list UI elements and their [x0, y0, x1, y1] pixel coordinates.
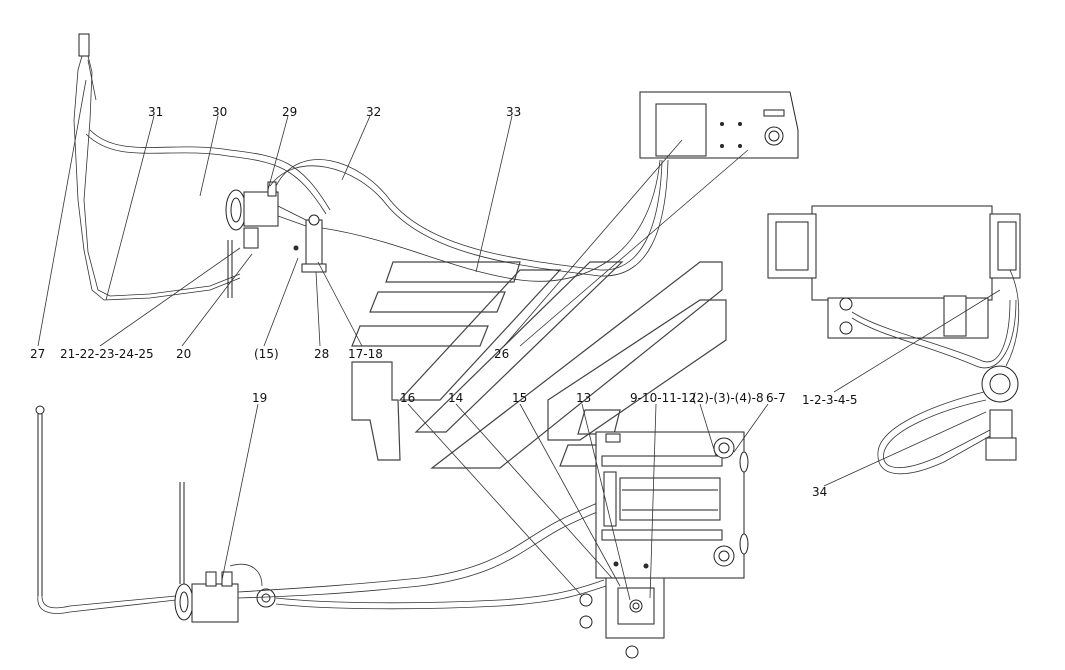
hose-lines-upper: [85, 129, 669, 282]
receiver-drier: [293, 214, 327, 273]
compressor-upper: [225, 181, 279, 298]
watermark-logo: [351, 261, 727, 469]
label-15: 15: [512, 391, 527, 405]
label-33: 33: [506, 105, 521, 119]
label-26: 26: [494, 347, 509, 361]
label-19: 19: [252, 391, 267, 405]
label-16: 16: [400, 391, 415, 405]
label-31: 31: [148, 105, 163, 119]
valve-assembly-34: [877, 269, 1020, 475]
label-29: 29: [282, 105, 297, 119]
label-9-12: 9-10-11-12: [630, 391, 696, 405]
label-17-18: 17-18: [348, 347, 383, 361]
label-1-5: 1-2-3-4-5: [802, 393, 858, 407]
control-box-bottom: [579, 577, 665, 659]
label-6-7: 6-7: [766, 391, 786, 405]
label-34: 34: [812, 485, 827, 499]
label-15-paren: (15): [254, 347, 279, 361]
part-labels: 31 30 29 32 33 27 21-22-23-24-25 20 (15)…: [30, 105, 858, 499]
sensor-pole-27: [73, 33, 241, 301]
label-2-8: (2)-(3)-(4)-8: [692, 391, 764, 405]
compressor-lower: [174, 571, 276, 623]
label-32: 32: [366, 105, 381, 119]
label-27: 27: [30, 347, 45, 361]
leader-lines: [37, 79, 1001, 601]
heater-unit-right: [767, 205, 1021, 369]
label-14: 14: [448, 391, 463, 405]
sensor-pole-lower: [35, 405, 185, 614]
label-20: 20: [176, 347, 191, 361]
label-13: 13: [576, 391, 591, 405]
hose-lines-lower: [229, 499, 607, 610]
label-30: 30: [212, 105, 227, 119]
evaporator-housing-top: [639, 91, 799, 159]
evaporator-frame-bottom: [595, 431, 749, 579]
label-21-25: 21-22-23-24-25: [60, 347, 154, 361]
label-28: 28: [314, 347, 329, 361]
